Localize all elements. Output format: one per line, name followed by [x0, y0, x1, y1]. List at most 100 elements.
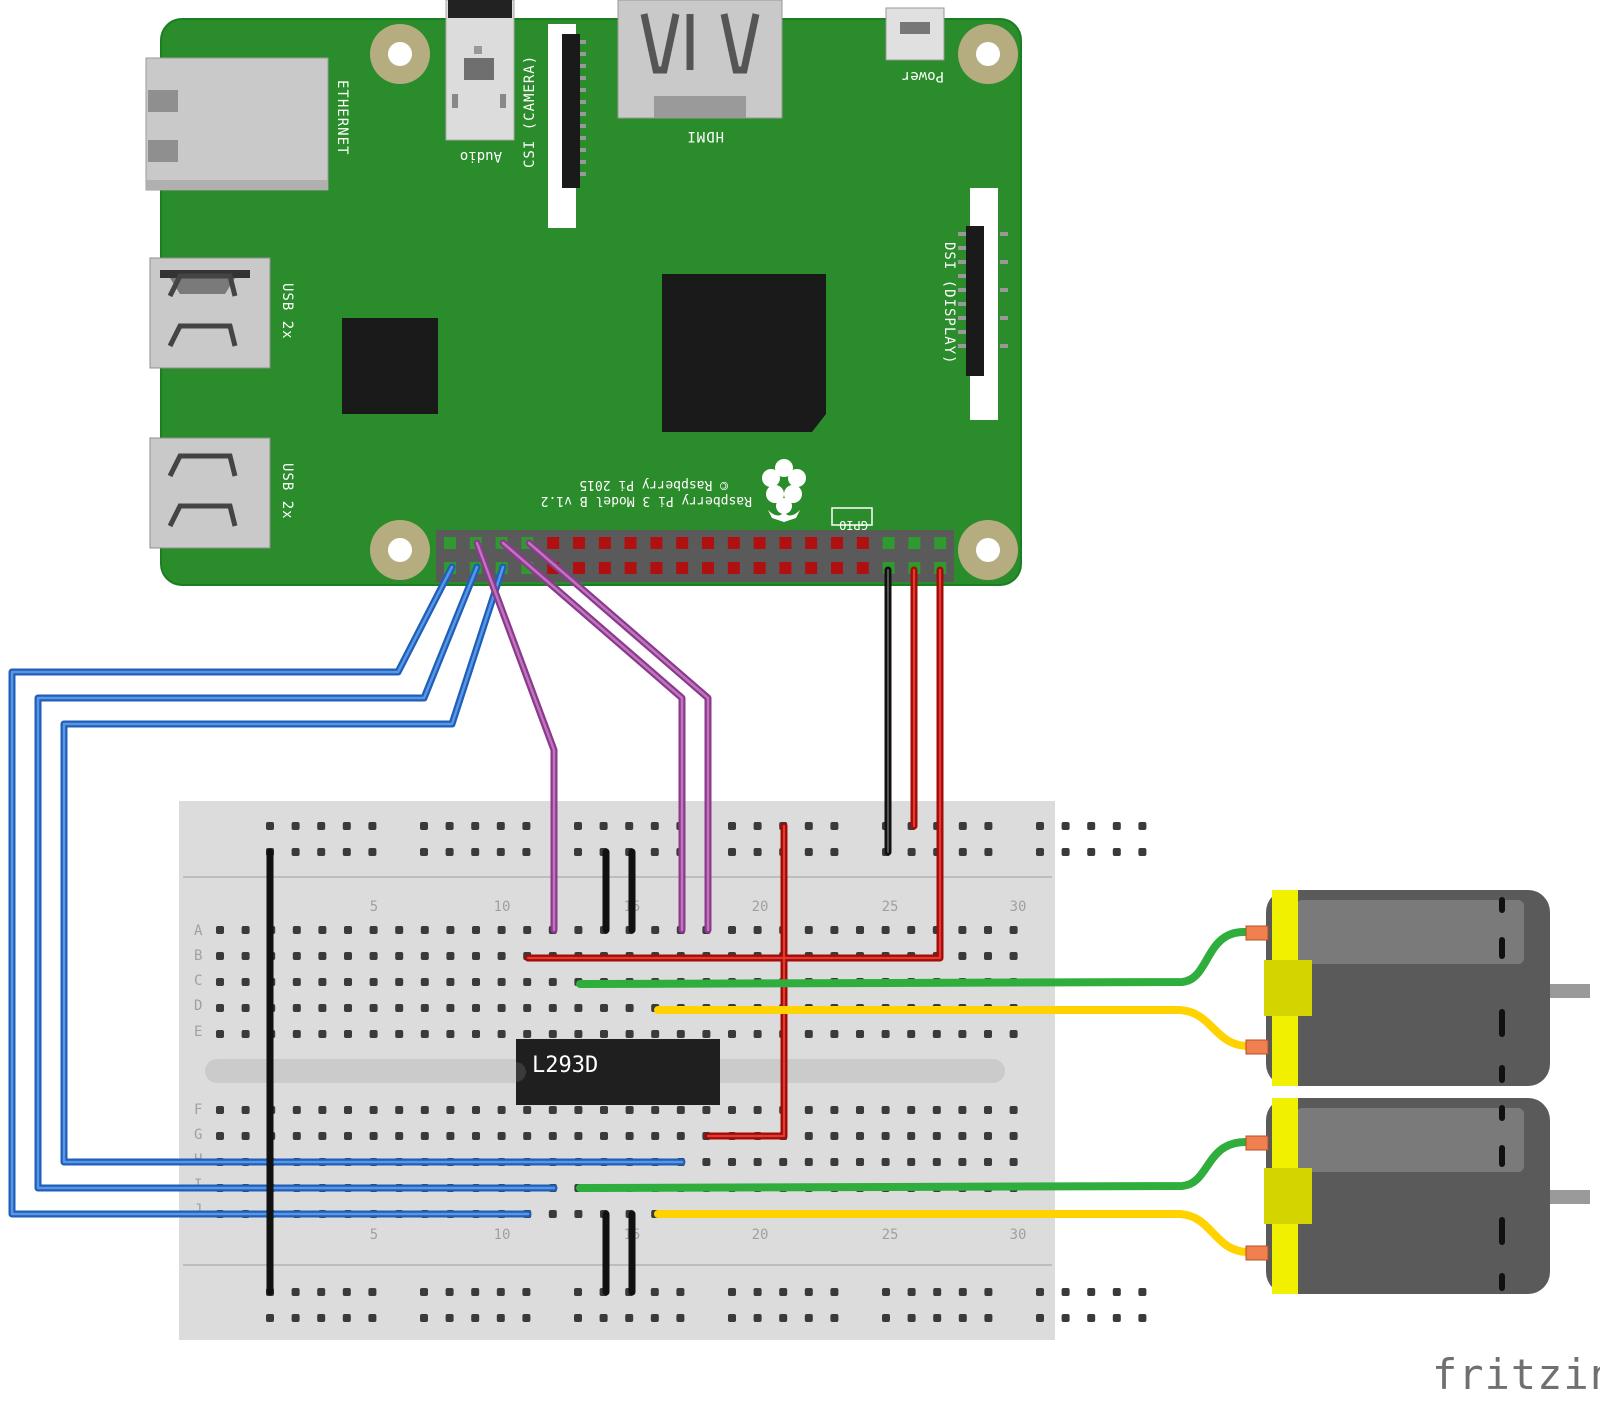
hdmi-label: HDMI: [686, 128, 724, 144]
breadboard-hole: [369, 1106, 378, 1114]
breadboard-hole: [1138, 822, 1147, 830]
breadboard-hole: [344, 1030, 352, 1038]
breadboard-hole: [599, 1314, 608, 1322]
breadboard-hole: [574, 1004, 583, 1012]
col-num-25: 25: [882, 899, 899, 915]
power-port: Power: [885, 7, 945, 84]
breadboard-hole: [446, 926, 455, 934]
breadboard-hole: [291, 848, 300, 856]
breadboard-hole: [932, 1158, 941, 1166]
breadboard-hole: [548, 1004, 557, 1012]
breadboard-hole: [318, 1004, 327, 1012]
breadboard-hole: [753, 1106, 762, 1114]
breadboard-hole: [216, 978, 224, 986]
breadboard-hole: [496, 1314, 505, 1322]
breadboard-hole: [984, 926, 992, 934]
breadboard-hole: [369, 1030, 378, 1038]
breadboard-hole: [958, 1030, 967, 1038]
gpio-pin: [934, 537, 947, 549]
breadboard-hole: [907, 926, 916, 934]
breadboard-hole: [216, 1106, 224, 1114]
breadboard-hole: [753, 848, 762, 856]
breadboard-hole: [395, 1030, 404, 1038]
breadboard-hole: [292, 1132, 301, 1140]
breadboard-hole: [856, 1132, 864, 1140]
ethernet-port: ETHERNET: [145, 57, 350, 191]
breadboard-hole: [753, 1158, 762, 1166]
breadboard-hole: [523, 1132, 532, 1140]
breadboard-hole: [420, 1004, 429, 1012]
breadboard-hole: [292, 1030, 301, 1038]
breadboard-hole: [420, 848, 428, 856]
breadboard-hole: [368, 1314, 377, 1322]
breadboard-hole: [216, 926, 224, 934]
breadboard-hole: [523, 1004, 532, 1012]
breadboard-hole: [446, 1030, 455, 1038]
gpio-label-box: [831, 507, 873, 526]
breadboard-hole: [958, 1158, 967, 1166]
gpio-pin: [676, 537, 689, 549]
breadboard-hole: [779, 1158, 788, 1166]
gpio-pin: [908, 537, 921, 549]
breadboard-hole: [420, 822, 428, 830]
breadboard-hole: [728, 1158, 736, 1166]
breadboard-hole: [395, 926, 404, 934]
gpio-pin: [727, 537, 740, 549]
gpio-pin: [650, 537, 663, 549]
breadboard-hole: [881, 1030, 890, 1038]
breadboard-hole: [984, 1158, 992, 1166]
breadboard-hole: [522, 822, 531, 830]
breadboard-hole: [471, 822, 480, 830]
breadboard-hole: [344, 978, 352, 986]
breadboard-hole: [369, 952, 378, 960]
breadboard-hole: [984, 952, 992, 960]
hdmi-port: HDMI: [617, 0, 783, 144]
breadboard-hole: [676, 1288, 685, 1296]
breadboard-hole: [523, 1106, 532, 1114]
dc-motor-1: [1245, 890, 1590, 1086]
breadboard-hole: [932, 1030, 941, 1038]
breadboard-hole: [753, 926, 762, 934]
gpio-pin: [547, 537, 560, 549]
breadboard-hole: [472, 1004, 480, 1012]
breadboard-hole: [497, 1030, 506, 1038]
breadboard-hole: [496, 822, 505, 830]
breadboard-hole: [216, 1030, 224, 1038]
breadboard-hole: [600, 1030, 608, 1038]
breadboard-hole: [574, 848, 582, 856]
gpio-pin: [753, 537, 766, 549]
gpio-pin: [650, 562, 663, 574]
breadboard-hole: [881, 1158, 890, 1166]
col-num-25-bottom: 25: [882, 1227, 899, 1243]
gpio-pin: [624, 562, 637, 574]
breadboard-hole: [369, 978, 378, 986]
breadboard-hole: [420, 952, 429, 960]
breadboard-hole: [317, 822, 326, 830]
wires: [8, 539, 1250, 1296]
breadboard-hole: [599, 822, 608, 830]
breadboard-hole: [753, 1030, 762, 1038]
breadboard-hole: [497, 1004, 506, 1012]
breadboard-hole: [676, 1132, 685, 1140]
breadboard-hole: [342, 848, 351, 856]
breadboard-hole: [1112, 848, 1121, 856]
breadboard-hole: [958, 926, 967, 934]
row-label-e: E: [194, 1024, 202, 1040]
breadboard-hole: [446, 978, 455, 986]
breadboard-hole: [1087, 848, 1096, 856]
breadboard-hole: [625, 1132, 634, 1140]
breadboard-hole: [600, 1106, 608, 1114]
breadboard-hole: [342, 1314, 351, 1322]
breadboard-hole: [779, 1288, 788, 1296]
breadboard-hole: [497, 1132, 506, 1140]
breadboard-hole: [728, 822, 736, 830]
breadboard-hole: [984, 822, 993, 830]
breadboard-hole: [241, 926, 250, 934]
breadboard-hole: [1036, 848, 1044, 856]
breadboard-hole: [368, 1288, 377, 1296]
column-numbers-bottom: 5 10 15 20 25 30: [370, 1227, 1027, 1243]
breadboard-hole: [958, 1314, 967, 1322]
breadboard-hole: [651, 1030, 660, 1038]
breadboard-hole: [266, 1314, 274, 1322]
motor-wires: [576, 927, 1250, 1256]
